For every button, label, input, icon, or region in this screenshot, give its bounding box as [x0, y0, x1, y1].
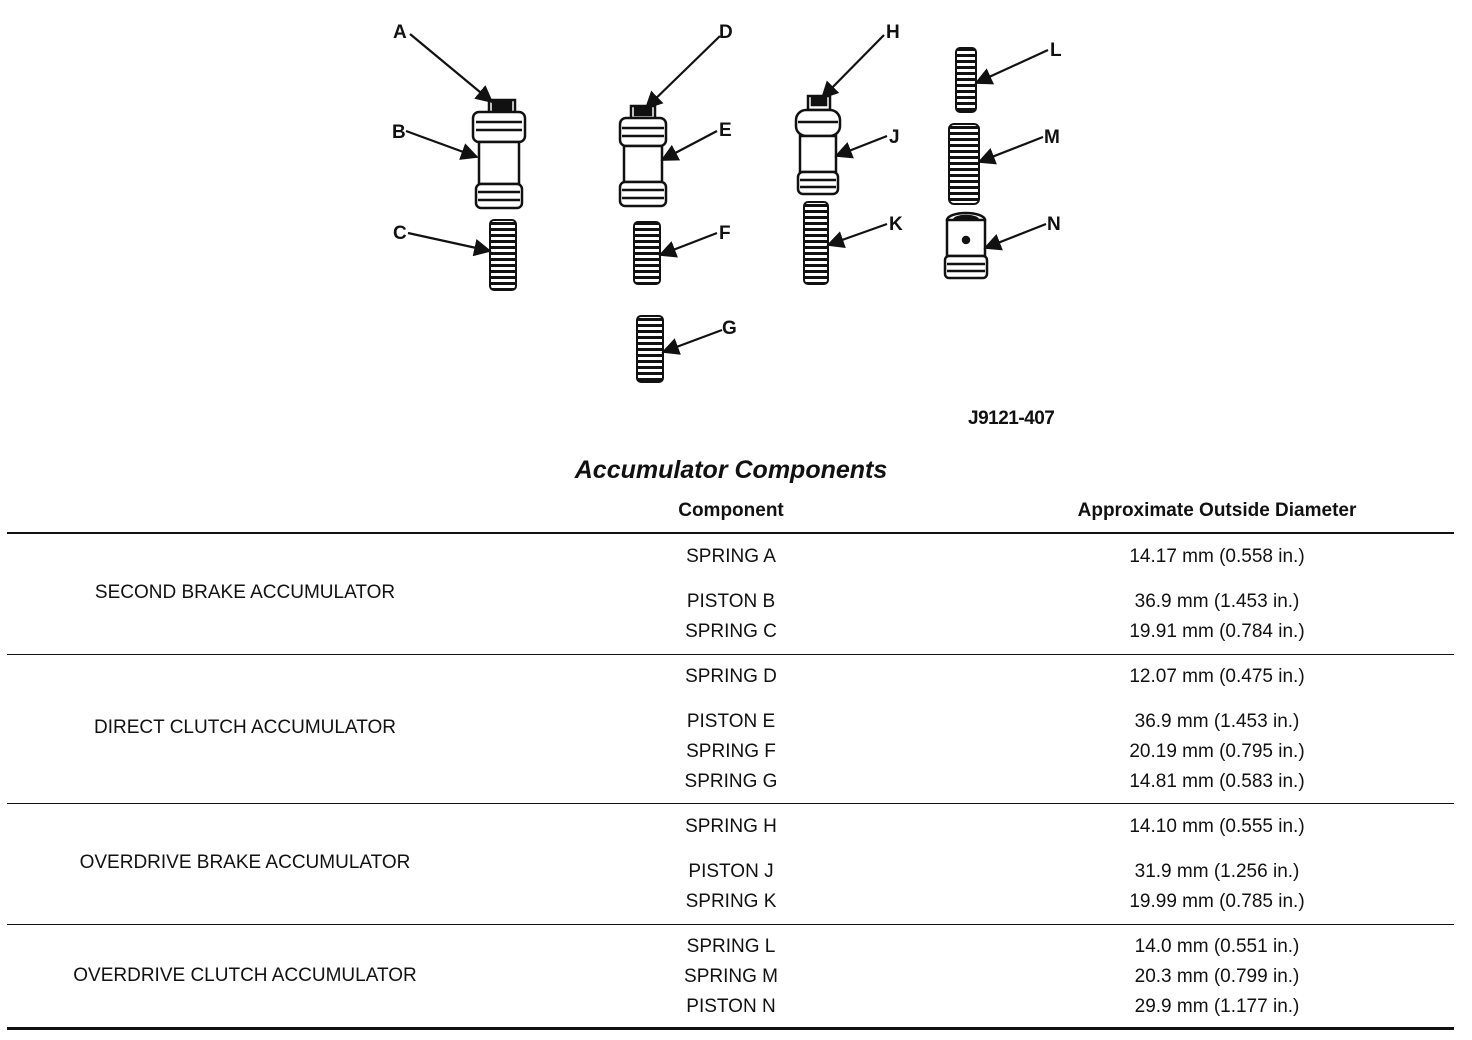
table-row-diameter: 20.19 mm (0.795 in.) — [1129, 741, 1305, 762]
callout-l: L — [1050, 40, 1062, 61]
table-row-component: SPRING L — [686, 936, 776, 957]
callout-n: N — [1047, 214, 1061, 235]
table-row-component: SPRING M — [684, 966, 778, 987]
callout-k: K — [889, 214, 903, 235]
piston-j-assembly — [794, 94, 842, 196]
table-row-component: SPRING D — [685, 666, 777, 687]
group-second-brake-accumulator: SECOND BRAKE ACCUMULATOR — [94, 582, 396, 603]
spring-g-icon — [636, 315, 664, 383]
piston-b-assembly — [471, 98, 527, 210]
table-row-diameter: 12.07 mm (0.475 in.) — [1129, 666, 1305, 687]
group-divider — [7, 803, 1454, 804]
callout-m: M — [1044, 127, 1060, 148]
callout-d: D — [719, 22, 733, 43]
table-row-component: SPRING H — [685, 816, 777, 837]
callout-e: E — [719, 120, 732, 141]
spring-k-icon — [803, 201, 829, 285]
callout-leaders — [405, 33, 1049, 355]
group-divider — [7, 924, 1454, 925]
table-row-component: SPRING C — [685, 621, 777, 642]
group-overdrive-brake-accumulator: OVERDRIVE BRAKE ACCUMULATOR — [79, 852, 411, 873]
table-row-component: SPRING K — [685, 891, 777, 912]
table-row-diameter: 19.99 mm (0.785 in.) — [1129, 891, 1305, 912]
table-row-component: PISTON B — [686, 591, 776, 612]
table-row-diameter: 20.3 mm (0.799 in.) — [1134, 966, 1300, 987]
table-row-diameter: 14.81 mm (0.583 in.) — [1129, 771, 1305, 792]
spring-l-icon — [955, 47, 977, 113]
table-title: Accumulator Components — [574, 456, 888, 484]
figure-id: J9121-407 — [968, 408, 1055, 429]
table-row-component: SPRING A — [686, 546, 776, 567]
table-row-component: PISTON N — [686, 996, 776, 1017]
piston-n-icon — [943, 211, 989, 280]
callout-a: A — [393, 22, 407, 43]
spring-f-icon — [633, 221, 661, 285]
spring-c-icon — [489, 219, 517, 291]
accumulator-components-illustration: A B C D E F G H J K L M N — [392, 22, 1062, 383]
table-row-component: SPRING G — [684, 771, 778, 792]
table-row-diameter: 14.10 mm (0.555 in.) — [1129, 816, 1305, 837]
column-header-diameter: Approximate Outside Diameter — [1077, 500, 1357, 521]
callout-j: J — [889, 127, 900, 148]
callout-g: G — [722, 318, 737, 339]
callout-b: B — [392, 122, 406, 143]
column-header-component: Component — [678, 500, 784, 521]
spring-m-icon — [948, 123, 980, 205]
table-row-diameter: 31.9 mm (1.256 in.) — [1134, 861, 1300, 882]
table-row-diameter: 36.9 mm (1.453 in.) — [1134, 711, 1300, 732]
table-row-component: SPRING F — [686, 741, 776, 762]
group-direct-clutch-accumulator: DIRECT CLUTCH ACCUMULATOR — [94, 717, 396, 738]
callout-f: F — [719, 223, 731, 244]
piston-e-assembly — [618, 104, 668, 208]
group-overdrive-clutch-accumulator: OVERDRIVE CLUTCH ACCUMULATOR — [73, 965, 417, 986]
table-row-diameter: 14.0 mm (0.551 in.) — [1134, 936, 1300, 957]
table-row-component: PISTON E — [686, 711, 776, 732]
callout-h: H — [886, 22, 900, 43]
header-rule — [7, 532, 1454, 534]
table-row-diameter: 19.91 mm (0.784 in.) — [1129, 621, 1305, 642]
table-bottom-rule — [7, 1027, 1454, 1030]
callout-c: C — [393, 223, 407, 244]
table-row-diameter: 14.17 mm (0.558 in.) — [1129, 546, 1305, 567]
table-row-diameter: 29.9 mm (1.177 in.) — [1134, 996, 1300, 1017]
table-row-diameter: 36.9 mm (1.453 in.) — [1134, 591, 1300, 612]
table-row-component: PISTON J — [688, 861, 774, 882]
group-divider — [7, 654, 1454, 655]
